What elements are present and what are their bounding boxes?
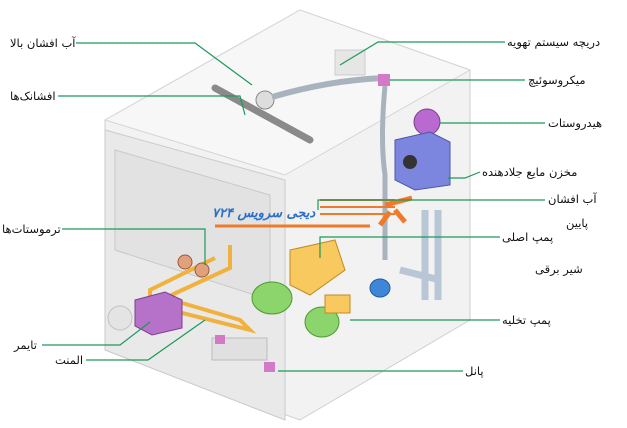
label-timer: تایمر	[14, 338, 37, 352]
watermark: دیجی سرویس ۷۲۴	[212, 206, 316, 221]
label-rinse-aid: مخزن مایع جلادهنده	[482, 165, 578, 179]
label-hydrostat: هیدروستات	[548, 116, 603, 130]
label-nozzles: افشانک‌ها	[10, 89, 56, 103]
heating-element-part	[148, 245, 257, 334]
label-drain-pump: پمپ تخلیه	[502, 313, 551, 327]
vertical-pipe	[380, 85, 388, 260]
leader-lines	[42, 41, 545, 372]
control-panel	[211, 337, 268, 361]
drain-pump-body	[324, 294, 351, 314]
label-upper-spray: آب افشان بالا	[10, 36, 76, 50]
rinse-aid-tank	[394, 131, 451, 191]
label-element: المنت	[55, 353, 84, 367]
dispenser-cap	[403, 155, 417, 169]
thermostat-1	[177, 254, 193, 270]
upper-spray-arm	[211, 84, 314, 144]
label-lower-spray: آب افشان	[548, 192, 597, 206]
hydrostat-part	[413, 108, 441, 136]
lower-spray-arm	[378, 195, 413, 227]
thermostat-2	[194, 262, 210, 278]
label-vent: دریچه سیستم تهویه	[507, 35, 601, 49]
label-solenoid: شیر برقی	[535, 262, 583, 276]
door-knob	[107, 305, 133, 331]
label-lower-spray-2: پایین	[566, 216, 589, 230]
label-panel: پانل	[465, 364, 484, 378]
label-microswitch: میکروسوئیچ	[528, 73, 586, 87]
hoses	[399, 210, 442, 300]
label-thermostats: ترموستات‌ها	[2, 222, 61, 236]
panel-switch-2	[264, 362, 275, 372]
main-pump-part	[289, 239, 346, 296]
main-pump-motor	[251, 281, 293, 315]
label-main-pump: پمپ اصلی	[502, 230, 554, 244]
panel-switch-1	[215, 335, 225, 344]
vent-box	[334, 49, 366, 76]
solenoid-valve-part	[369, 278, 391, 298]
upper-pipe	[271, 75, 386, 100]
drain-pump-part	[304, 306, 340, 338]
spray-hub	[255, 90, 275, 110]
microswitch-part	[378, 74, 390, 86]
